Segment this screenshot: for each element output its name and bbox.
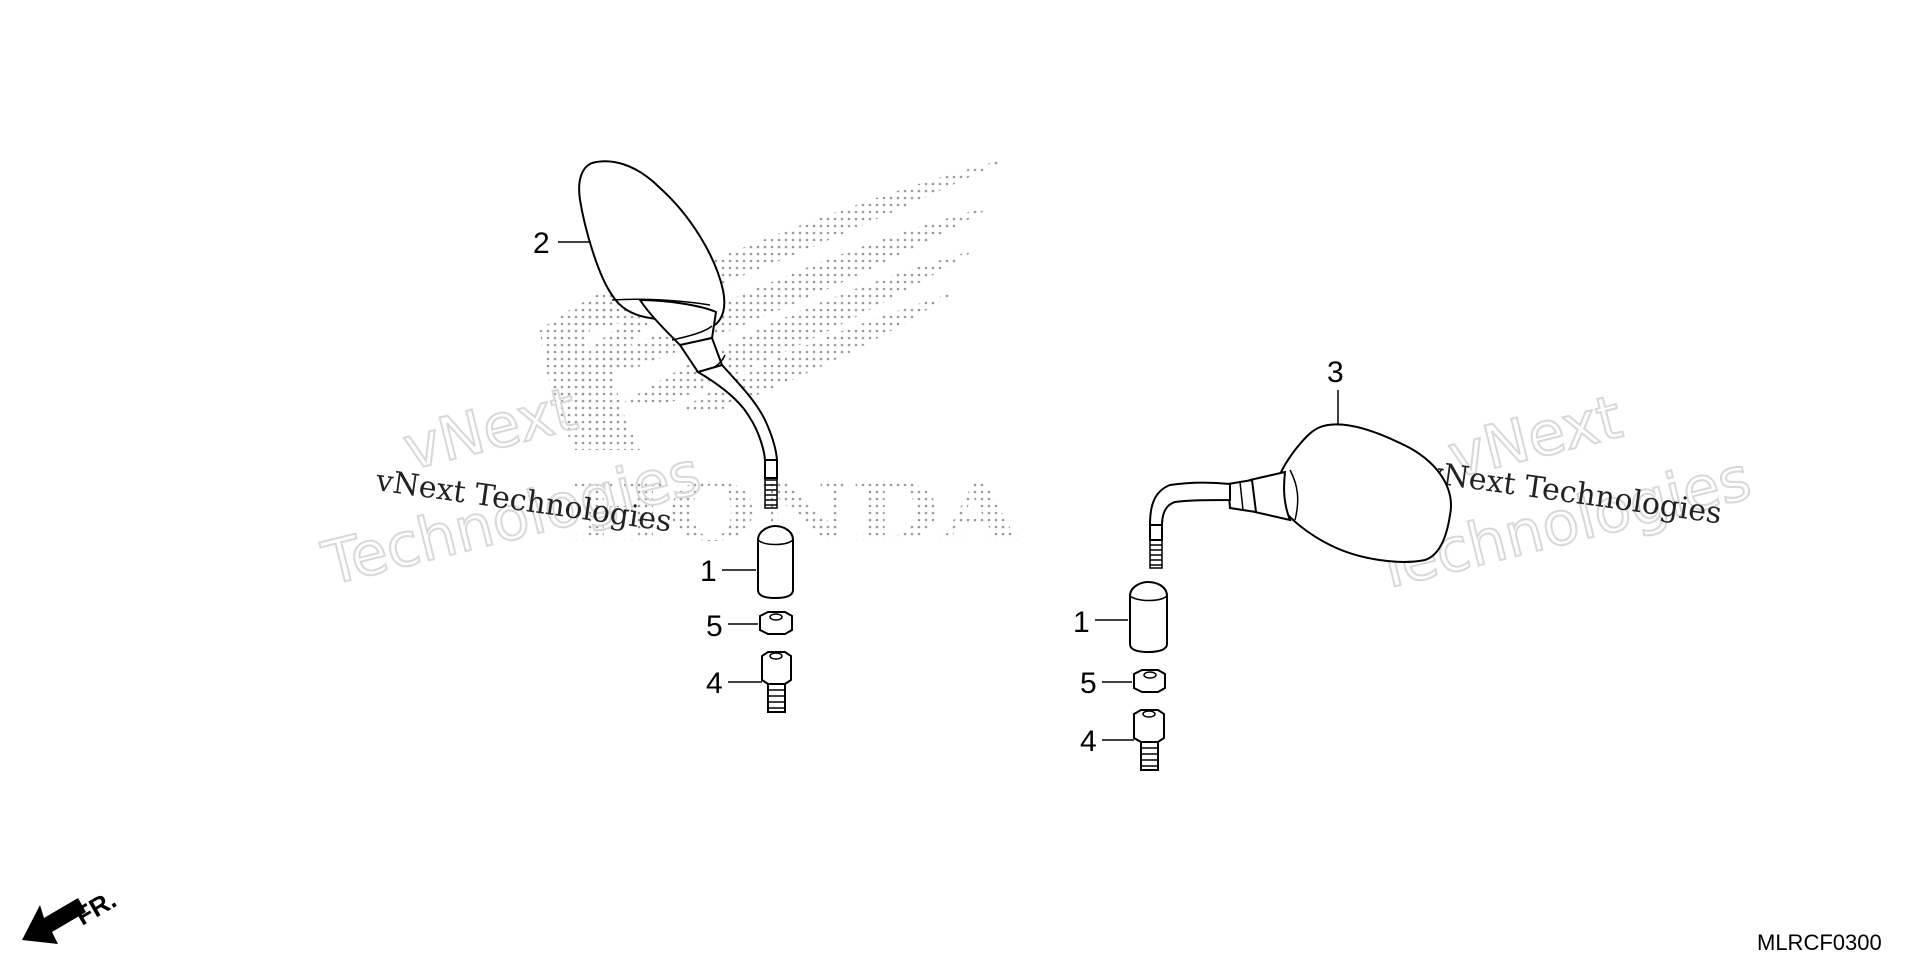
left-nut[interactable] [759,611,793,635]
callout-left-cap[interactable]: 1 [700,555,717,588]
front-arrow-icon [22,898,86,944]
left-mirror[interactable] [578,160,779,509]
callout-right-cap[interactable]: 1 [1073,606,1090,639]
background-brand-text: HONDA [570,465,1021,559]
left-cap[interactable] [757,524,794,600]
leader-lines [558,241,1339,741]
right-nut[interactable] [1133,669,1166,693]
diagram-code: MLRCF0300 [1757,930,1882,955]
callout-left-adapter[interactable]: 4 [706,667,723,700]
left-adapter-bolt[interactable] [761,651,792,713]
callout-left-nut[interactable]: 5 [706,610,723,643]
right-cap[interactable] [1129,580,1168,654]
callout-right-adapter[interactable]: 4 [1080,725,1097,758]
right-mirror[interactable] [1148,423,1452,569]
right-adapter-bolt[interactable] [1133,709,1165,771]
front-direction-label: FR. [70,884,121,931]
callout-right-nut[interactable]: 5 [1080,667,1097,700]
watermark-left-big-1: vNext [397,374,584,484]
callout-left-mirror[interactable]: 2 [533,227,550,260]
callout-right-mirror[interactable]: 3 [1327,356,1344,389]
